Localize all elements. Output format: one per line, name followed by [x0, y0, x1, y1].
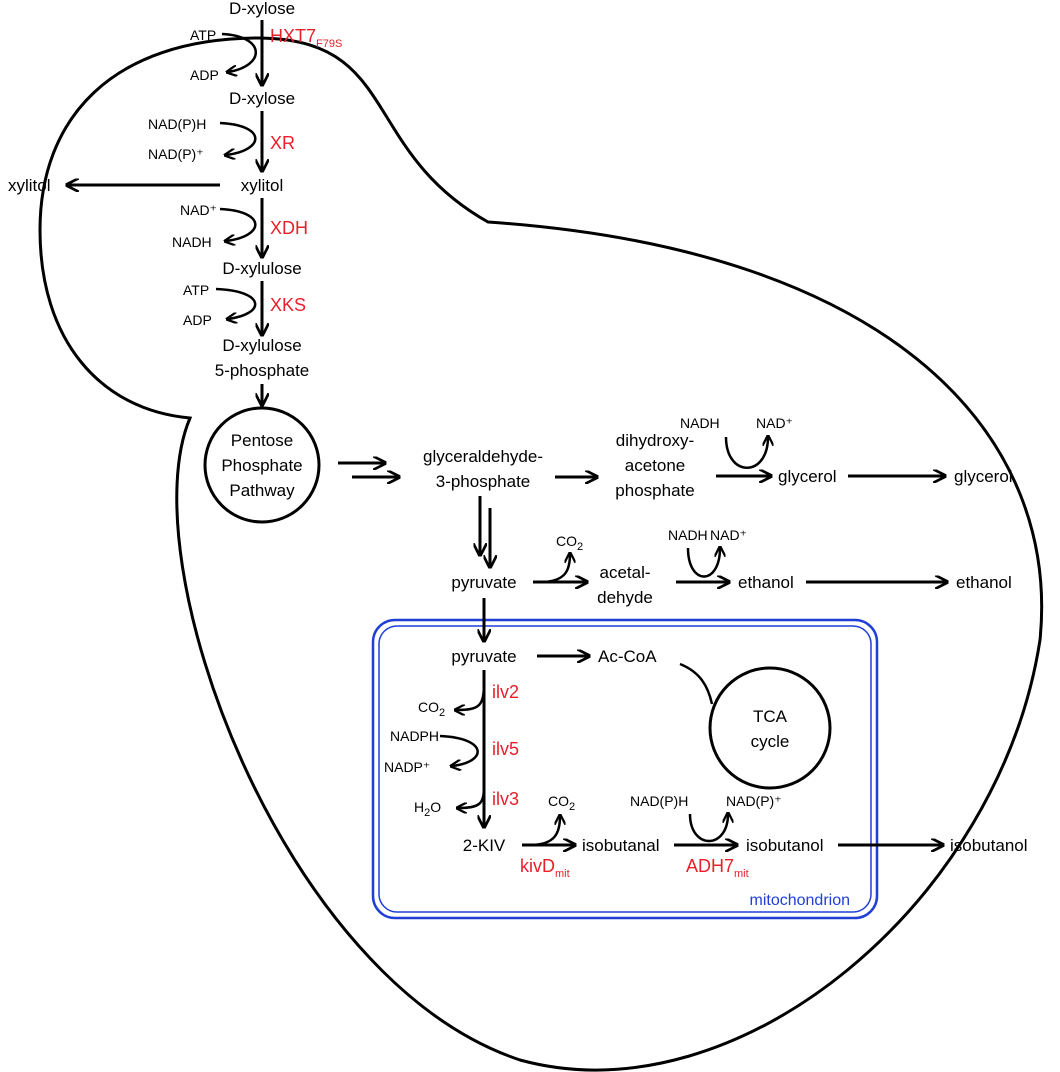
dhap-line2: acetone: [625, 456, 686, 475]
nad-gly-label: NAD⁺: [756, 415, 793, 431]
tca-line2: cycle: [751, 732, 790, 751]
curve-nad-xdh: [219, 207, 257, 241]
ethanol-extracellular: ethanol: [956, 573, 1012, 592]
xdh-enzyme: XDH: [270, 218, 308, 238]
d-xylose-intracellular: D-xylose: [229, 89, 295, 108]
dhap-line1: dihydroxy-: [616, 431, 694, 450]
nadp-ilv5-label: NADP⁺: [384, 759, 430, 775]
curve-accoa-to-tca: [679, 662, 714, 705]
xylitol-intracellular: xylitol: [241, 176, 284, 195]
mitochondrion-outer: [371, 618, 879, 920]
curve-co2-kivd: [529, 816, 560, 847]
acetaldehyde-line1: acetal-: [599, 563, 650, 582]
glycerol-intracellular: glycerol: [778, 467, 837, 486]
d-xylulose: D-xylulose: [222, 259, 301, 278]
ilv5-enzyme: ilv5: [492, 739, 519, 759]
cell-membrane: [38, 36, 1044, 1072]
ppp-circle: [203, 406, 321, 524]
ac-coa: Ac-CoA: [598, 647, 657, 666]
curve-h2o-ilv3: [458, 785, 486, 808]
nadh-xdh-label: NADH: [172, 234, 212, 250]
isobutanol-extracellular: isobutanol: [950, 836, 1028, 855]
atp-label-1: ATP: [190, 27, 216, 43]
g3p-line1: glyceraldehyde-: [423, 447, 543, 466]
curve-nadph-xr: [219, 121, 257, 155]
d-xylose-extracellular: D-xylose: [229, 0, 295, 18]
curve-atp-adp-1: [221, 32, 257, 72]
adp-label-1: ADP: [190, 67, 219, 83]
kivd-enzyme: kivDmit: [520, 856, 570, 880]
curve-nadh-eth: [686, 548, 720, 578]
tca-cycle-circle: [708, 666, 832, 790]
ethanol-intracellular: ethanol: [738, 573, 794, 592]
mitochondrion-inner: [378, 625, 872, 913]
isobutanol-mitochondrial: isobutanol: [746, 836, 824, 855]
ilv2-enzyme: ilv2: [492, 682, 519, 702]
ppp-line3: Pathway: [229, 481, 295, 500]
curve-co2-pdc: [539, 554, 570, 584]
h2o-label: H2O: [414, 799, 441, 819]
acetaldehyde-line2: dehyde: [597, 588, 653, 607]
nad-eth-label: NAD⁺: [710, 527, 747, 543]
atp-label-2: ATP: [183, 282, 209, 298]
ilv3-enzyme: ilv3: [492, 789, 519, 809]
xr-enzyme: XR: [270, 133, 295, 153]
nadp-xr-label: NAD(P)⁺: [148, 146, 204, 162]
xylitol-extracellular: xylitol: [8, 176, 51, 195]
curve-atp-adp-2: [215, 287, 257, 319]
curve-co2-ilv2: [456, 681, 486, 710]
d-xylulose-5p-line2: 5-phosphate: [215, 361, 310, 380]
isobutanal: isobutanal: [582, 836, 660, 855]
pyruvate-mitochondrial: pyruvate: [451, 647, 516, 666]
co2-kivd-label: CO2: [548, 793, 575, 813]
curve-nadh-gly: [724, 437, 768, 469]
ppp-line1: Pentose: [231, 431, 293, 450]
nadh-eth-label: NADH: [668, 527, 708, 543]
d-xylulose-5p-line1: D-xylulose: [222, 336, 301, 355]
mitochondrion-label: mitochondrion: [750, 892, 851, 909]
dhap-line3: phosphate: [615, 481, 694, 500]
nad-xdh-label: NAD⁺: [180, 202, 217, 218]
adh7-enzyme: ADH7mit: [686, 856, 749, 880]
nadph-adh-label: NAD(P)H: [630, 793, 688, 809]
adp-label-2: ADP: [183, 312, 212, 328]
g3p-line2: 3-phosphate: [436, 472, 531, 491]
hxt7-enzyme: HXT7F79S: [270, 26, 342, 50]
curve-nadph-ilv5: [439, 734, 479, 766]
curve-nadph-adh: [688, 814, 728, 843]
nadp-adh-label: NAD(P)⁺: [726, 793, 782, 809]
glycerol-extracellular: glycerol: [954, 467, 1013, 486]
co2-pdc-label: CO2: [556, 533, 583, 553]
nadph-xr-label: NAD(P)H: [148, 116, 206, 132]
pyruvate-cytosol: pyruvate: [451, 573, 516, 592]
nadh-gly-label: NADH: [680, 415, 720, 431]
tca-line1: TCA: [753, 707, 788, 726]
xks-enzyme: XKS: [270, 295, 306, 315]
nadph-ilv5-label: NADPH: [390, 728, 439, 744]
co2-ilv2-label: CO2: [418, 699, 445, 719]
ppp-line2: Phosphate: [221, 456, 302, 475]
kiv: 2-KIV: [463, 836, 506, 855]
